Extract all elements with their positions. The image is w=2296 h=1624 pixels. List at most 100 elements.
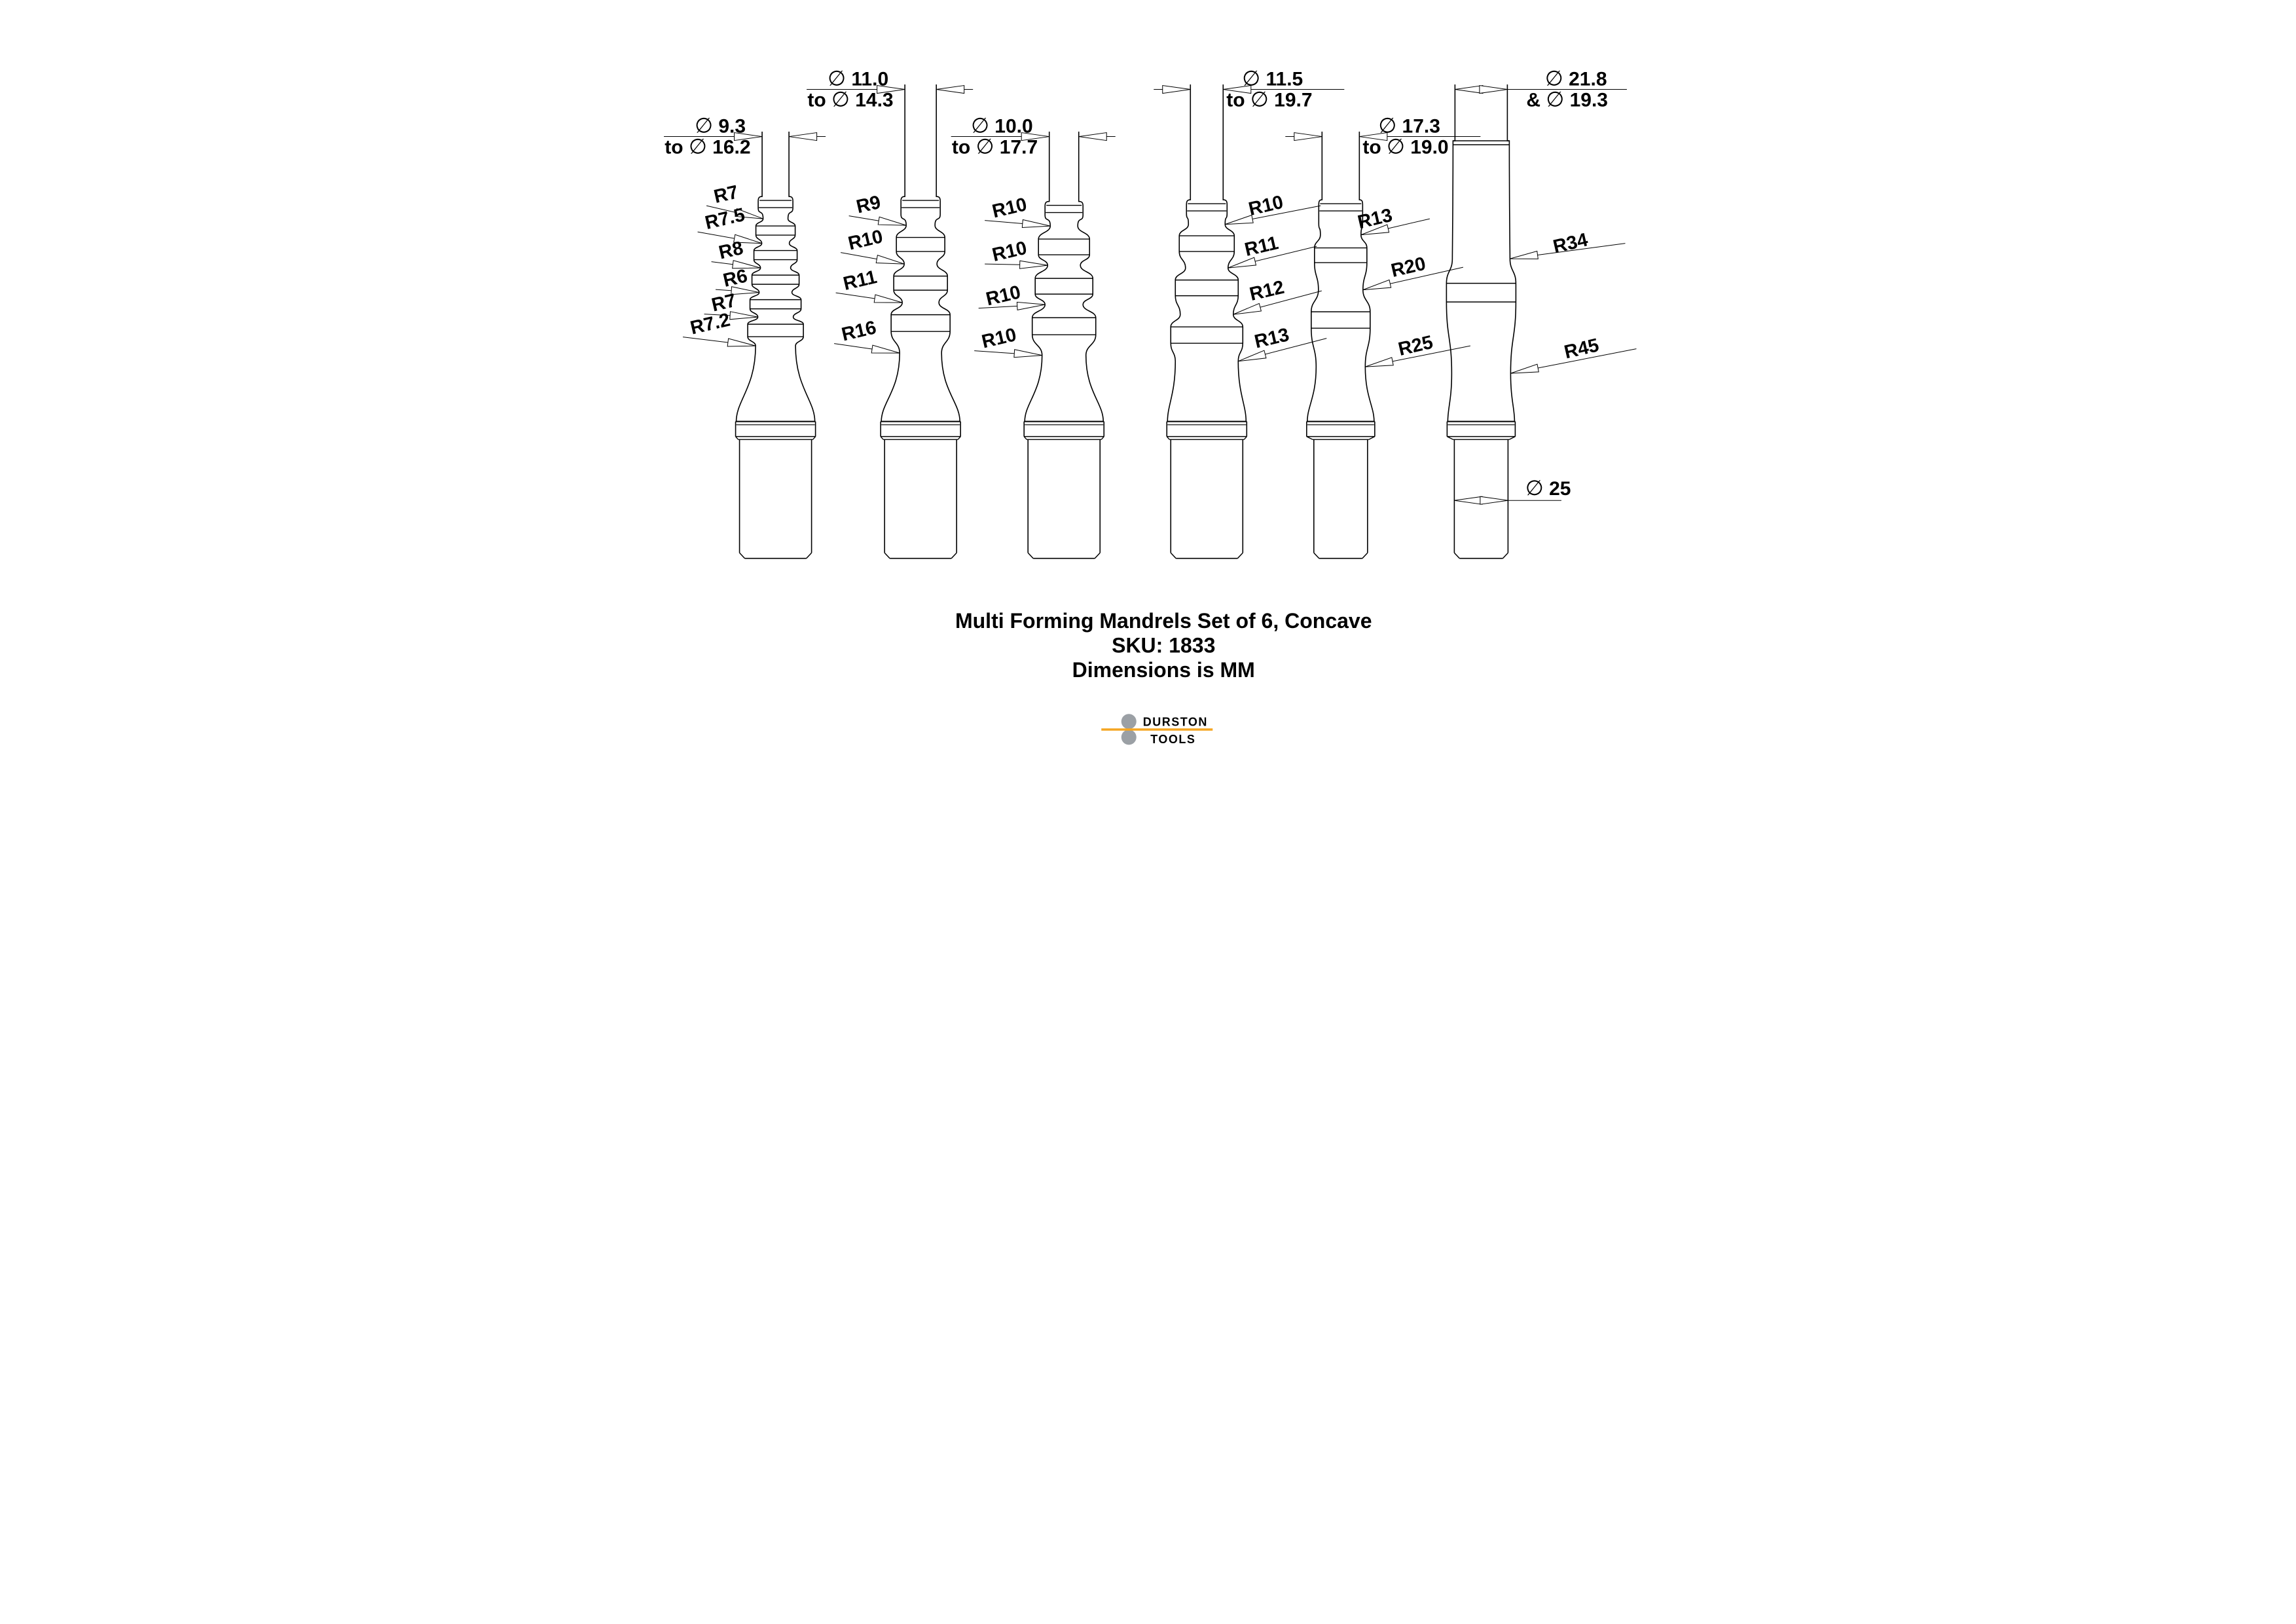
arrowhead-icon xyxy=(1478,84,1507,94)
arrowhead-icon xyxy=(1364,357,1394,367)
collar-step xyxy=(1243,436,1247,440)
arrowhead-icon xyxy=(1013,349,1042,358)
mandrel-outline-right xyxy=(1506,84,1516,422)
drawing-title: Multi Forming Mandrels Set of 6, Concave xyxy=(955,609,1372,633)
logo-roller-bottom-icon xyxy=(1121,729,1137,745)
title-block: Multi Forming Mandrels Set of 6, Concave… xyxy=(955,609,1372,682)
arrowhead-icon xyxy=(875,255,904,265)
shank-chamfer xyxy=(1027,552,1034,559)
collar-step xyxy=(1508,436,1516,440)
mandrel-outline-right xyxy=(1076,132,1104,422)
diameter-dimension: ∅ 11.0to ∅ 14.3 xyxy=(806,67,973,111)
arrowhead-icon xyxy=(876,84,905,94)
arrowhead-icon xyxy=(788,132,817,141)
mandrel-outline-right xyxy=(787,132,815,422)
logo-bar-icon xyxy=(1101,728,1212,731)
collar-step xyxy=(1023,436,1027,440)
arrowhead-icon xyxy=(734,208,763,219)
diameter-dimension: ∅ 9.3to ∅ 16.2 xyxy=(663,114,826,158)
arrowhead-icon xyxy=(873,294,902,303)
shank-chamfer xyxy=(738,552,745,559)
arrowhead-icon xyxy=(1021,132,1049,141)
collar-step xyxy=(1101,436,1104,440)
arrowhead-icon xyxy=(731,260,761,269)
arrowhead-icon xyxy=(1510,363,1539,374)
arrowhead-icon xyxy=(727,338,756,347)
arrowhead-icon xyxy=(1228,257,1256,268)
arrowhead-icon xyxy=(1224,214,1254,225)
mandrel-outline-right xyxy=(1222,84,1247,422)
radius-callout: R13 xyxy=(1355,205,1430,236)
mandrel-outline-left xyxy=(1446,84,1455,422)
mandrel-outline-left xyxy=(1306,132,1322,422)
diameter-dimension: ∅ 11.5to ∅ 19.7 xyxy=(1153,67,1344,111)
diameter-label-top: ∅ 21.8 xyxy=(1544,67,1607,90)
shank-chamfer xyxy=(884,552,890,559)
shank-chamfer xyxy=(805,552,812,559)
collar-step xyxy=(957,436,961,440)
durston-logo: DURSTON TOOLS xyxy=(1101,714,1212,746)
diameter-label-top: ∅ 11.0 xyxy=(828,67,888,90)
diameter-label-top: ∅ 17.3 xyxy=(1378,114,1440,138)
shank-chamfer xyxy=(951,552,957,559)
radius-callout: R20 xyxy=(1362,253,1463,291)
logo-roller-top-icon xyxy=(1121,714,1137,729)
shank-chamfer xyxy=(1453,552,1460,559)
shank-chamfer xyxy=(1170,552,1176,559)
collar-step xyxy=(1446,436,1453,440)
arrowhead-icon xyxy=(1161,84,1190,94)
collar-step xyxy=(1166,436,1170,440)
diameter-label-bottom: to ∅ 17.7 xyxy=(951,135,1037,158)
diameter-label-bottom: to ∅ 19.7 xyxy=(1226,88,1312,111)
shank-chamfer xyxy=(1237,552,1243,559)
diameter-label-top: ∅ 10.0 xyxy=(971,114,1033,138)
collar-step xyxy=(880,436,884,440)
diameter-label-bottom: to ∅ 19.0 xyxy=(1362,135,1448,158)
arrowhead-icon xyxy=(1479,496,1508,505)
diameter-label-bottom: to ∅ 16.2 xyxy=(665,135,750,158)
diameter-label-top: ∅ 9.3 xyxy=(695,114,746,138)
shank-chamfer xyxy=(1094,552,1101,559)
arrowhead-icon xyxy=(1222,84,1251,94)
arrowhead-icon xyxy=(1078,132,1107,141)
mandrel-outline-left xyxy=(1166,84,1191,422)
shank-chamfer xyxy=(1502,552,1508,559)
shank-chamfer xyxy=(1313,552,1319,559)
diameter-dimension: ∅ 17.3to ∅ 19.0 xyxy=(1285,114,1480,158)
radius-callout: R10 xyxy=(1224,192,1321,225)
mandrel-outline-right xyxy=(934,84,960,422)
arrowhead-icon xyxy=(1358,132,1387,141)
arrowhead-icon xyxy=(1360,224,1389,236)
arrowhead-icon xyxy=(1237,350,1267,362)
diameter-label-bottom: & ∅ 19.3 xyxy=(1526,88,1608,111)
arrowhead-icon xyxy=(1016,301,1045,311)
diameter-label-top: ∅ 11.5 xyxy=(1242,67,1303,90)
logo-text-top: DURSTON xyxy=(1142,715,1207,728)
drawing-sku: SKU: 1833 xyxy=(1112,633,1215,657)
diameter-dimension: ∅ 10.0to ∅ 17.7 xyxy=(951,114,1116,158)
arrowhead-icon xyxy=(1293,132,1322,141)
arrowhead-icon xyxy=(733,234,762,244)
arrowhead-icon xyxy=(1233,303,1262,315)
arrowhead-icon xyxy=(871,344,900,354)
arrowhead-icon xyxy=(729,311,758,320)
sheet-background xyxy=(574,0,1722,813)
diameter-label-bottom: to ∅ 14.3 xyxy=(807,88,893,111)
arrowhead-icon xyxy=(1509,250,1539,259)
arrowhead-icon xyxy=(730,286,759,295)
mandrel-outline-left xyxy=(1023,132,1051,422)
collar-step xyxy=(1306,436,1313,440)
arrowhead-icon xyxy=(877,216,906,226)
shank-diameter-dimension: ∅ 25 xyxy=(1453,476,1571,505)
arrowhead-icon xyxy=(1021,219,1050,229)
arrowhead-icon xyxy=(733,132,762,141)
shank-chamfer xyxy=(1361,552,1368,559)
